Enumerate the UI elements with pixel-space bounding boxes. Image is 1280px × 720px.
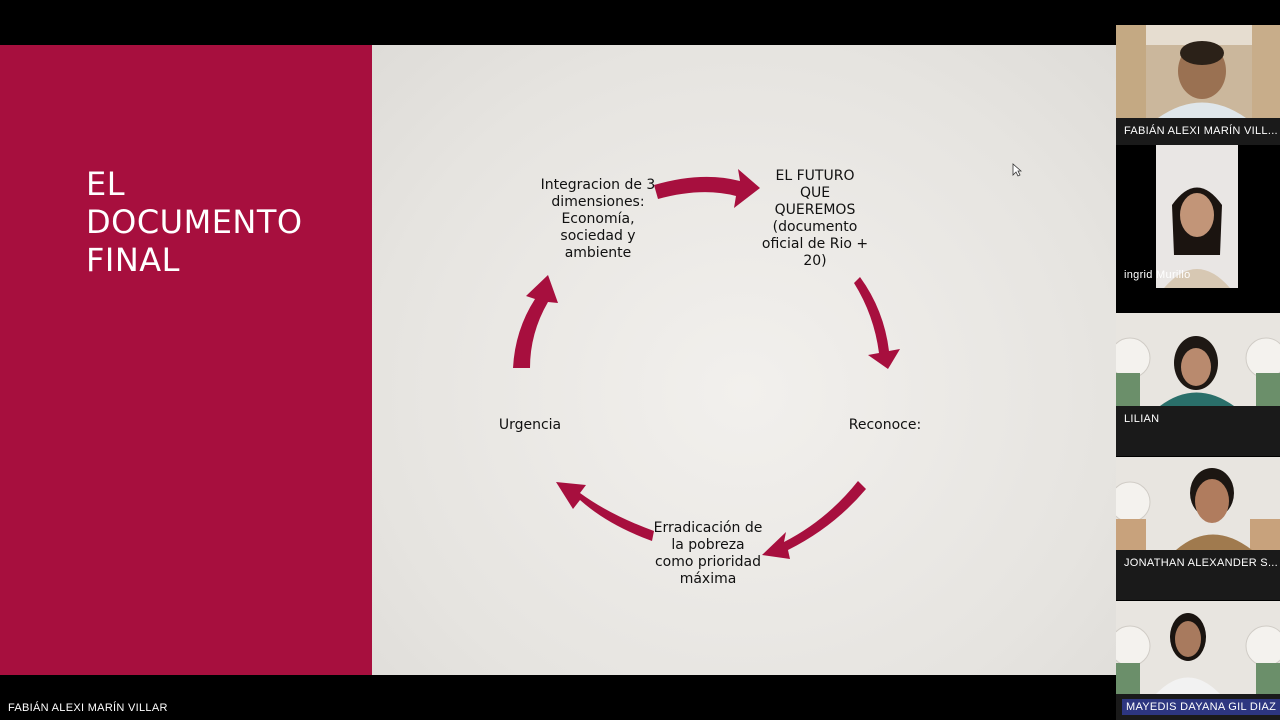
cycle-arrows: [513, 169, 900, 559]
presenter-name: FABIÁN ALEXI MARÍN VILLAR: [8, 702, 168, 714]
node-future: EL FUTURO QUE QUEREMOS (documento oficia…: [761, 168, 869, 269]
cycle-arrow-left: [513, 275, 558, 368]
participant-name: ingrid Murillo: [1124, 269, 1191, 281]
slide-title: EL DOCUMENTO FINAL: [86, 165, 303, 279]
participant-tile[interactable]: ingrid Murillo: [1116, 145, 1280, 288]
participant-video: [1116, 457, 1280, 550]
cycle-arrow-top: [654, 169, 760, 208]
participant-video: [1116, 313, 1280, 406]
participant-name: MAYEDIS DAYANA GIL DIAZ: [1122, 699, 1280, 715]
node-pobreza: Erradicación de la pobreza como priorida…: [653, 520, 763, 587]
participant-tile[interactable]: MAYEDIS DAYANA GIL DIAZ: [1116, 601, 1280, 720]
participant-tile[interactable]: JONATHAN ALEXANDER S...: [1116, 457, 1280, 600]
participant-video: [1116, 25, 1280, 118]
cycle-arrow-right: [854, 277, 900, 369]
participant-video: [1116, 601, 1280, 694]
participant-tile[interactable]: FABIÁN ALEXI MARÍN VILL...: [1116, 25, 1280, 168]
participant-tile[interactable]: LILIAN: [1116, 313, 1280, 456]
participant-name: JONATHAN ALEXANDER S...: [1124, 557, 1279, 569]
slide-title-panel: EL DOCUMENTO FINAL: [0, 45, 372, 675]
cycle-arrow-bottom-left: [556, 482, 654, 541]
participant-sidebar[interactable]: FABIÁN ALEXI MARÍN VILL... ingrid Murill…: [1116, 0, 1280, 720]
node-integracion: Integracion de 3 dimensiones: Economía, …: [540, 177, 656, 261]
shared-slide: EL DOCUMENTO FINAL EL FUTURO QUE QUEREMO…: [0, 45, 1116, 675]
node-urgencia: Urgencia: [498, 417, 562, 433]
participant-video: [1116, 145, 1280, 288]
cycle-arrow-bottom-right: [762, 481, 866, 559]
participant-name: FABIÁN ALEXI MARÍN VILL...: [1124, 125, 1278, 137]
cycle-diagram-panel: EL FUTURO QUE QUEREMOS (documento oficia…: [372, 45, 1116, 675]
participant-name: LILIAN: [1124, 413, 1160, 425]
mouse-cursor-icon: [1012, 163, 1022, 177]
node-reconoce: Reconoce:: [848, 417, 922, 433]
